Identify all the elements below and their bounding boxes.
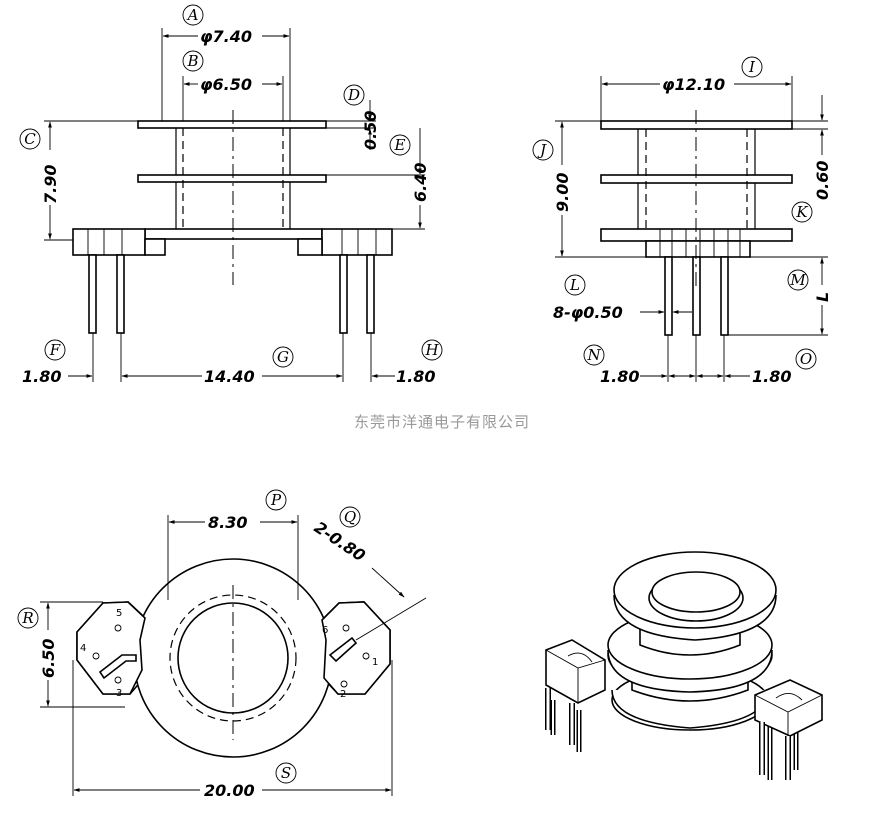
pin <box>88 254 97 334</box>
callout-m: M <box>789 271 806 289</box>
callout-e: E <box>394 136 406 154</box>
pin <box>692 256 701 336</box>
pin-number: 3 <box>116 688 122 699</box>
pin <box>366 254 375 334</box>
callout-n: N <box>586 346 601 364</box>
bottom-view: 1 2 3 4 5 6 8.30 P 2-0.80 Q 6.50 R 20.00 <box>17 489 427 800</box>
dim-s-label: 20.00 <box>204 781 255 800</box>
pin-hole <box>92 652 100 660</box>
pin-hole <box>114 624 122 632</box>
callout-b: B <box>186 52 198 70</box>
pin <box>116 254 125 334</box>
pin-hole <box>362 652 370 660</box>
top-flange <box>137 120 327 129</box>
dim-f-label: 1.80 <box>22 367 61 386</box>
callout-s: S <box>281 764 291 782</box>
front-view: φ7.40 A φ6.50 B 7.90 C 0.50 D 6.40 <box>19 4 443 386</box>
manufacturer-watermark: 东莞市洋通电子有限公司 <box>354 413 530 431</box>
pin-number: 2 <box>340 689 346 700</box>
callout-j: J <box>537 141 547 159</box>
callout-d: D <box>347 86 360 104</box>
dim-q-label: 2-0.80 <box>311 518 369 566</box>
dim-e-label: 6.40 <box>411 163 430 202</box>
dim-g-label: 14.40 <box>204 367 255 386</box>
callout-i: I <box>748 58 756 76</box>
callout-k: K <box>795 203 808 221</box>
callout-f: F <box>49 341 61 359</box>
wire-slot <box>328 636 358 663</box>
callout-p: P <box>270 491 282 509</box>
callout-q: Q <box>344 508 356 526</box>
dim-m-label: L <box>813 292 832 302</box>
isometric-view <box>545 551 823 780</box>
core-opening <box>651 571 741 613</box>
pin <box>339 254 348 334</box>
pin <box>720 256 729 336</box>
left-terminal-block-iso <box>545 639 606 704</box>
dim-b-label: φ6.50 <box>200 75 252 94</box>
dim-p-label: 8.30 <box>208 513 247 532</box>
callout-c: C <box>24 130 36 148</box>
dim-l-label: 8-φ0.50 <box>553 303 623 322</box>
left-pin-block <box>72 228 146 256</box>
pin-hole <box>342 624 350 632</box>
pin-number: 6 <box>322 625 328 636</box>
pin-hole <box>114 676 122 684</box>
callout-o: O <box>800 350 812 368</box>
callout-l: L <box>569 276 580 294</box>
pin-hole <box>340 680 348 688</box>
pin <box>664 256 673 336</box>
dim-o-label: 1.80 <box>752 367 791 386</box>
right-terminal-block-iso <box>754 679 823 737</box>
dim-k-label: 0.60 <box>813 161 832 200</box>
dim-r-label: 6.50 <box>39 639 58 678</box>
dim-j-label: 9.00 <box>553 173 572 212</box>
callout-a: A <box>186 6 199 24</box>
wire-slot <box>98 654 137 680</box>
middle-flange <box>137 174 327 183</box>
pin-number: 4 <box>80 643 86 654</box>
dim-i-label: φ12.10 <box>662 75 725 94</box>
dim-c-label: 7.90 <box>41 165 60 204</box>
callout-h: H <box>424 341 439 359</box>
pin-number: 5 <box>116 608 122 619</box>
pin-number: 1 <box>372 657 378 668</box>
dim-d-label: 0.50 <box>361 111 380 150</box>
callout-g: G <box>277 348 289 366</box>
pin-block <box>645 240 751 258</box>
dim-a-label: φ7.40 <box>200 27 252 46</box>
dim-n-label: 1.80 <box>600 367 639 386</box>
callout-r: R <box>21 609 33 627</box>
side-view: φ12.10 I 9.00 J 0.60 K L M 8-φ0.50 L <box>532 56 832 386</box>
right-pin-block <box>321 228 393 256</box>
dim-h-label: 1.80 <box>396 367 435 386</box>
